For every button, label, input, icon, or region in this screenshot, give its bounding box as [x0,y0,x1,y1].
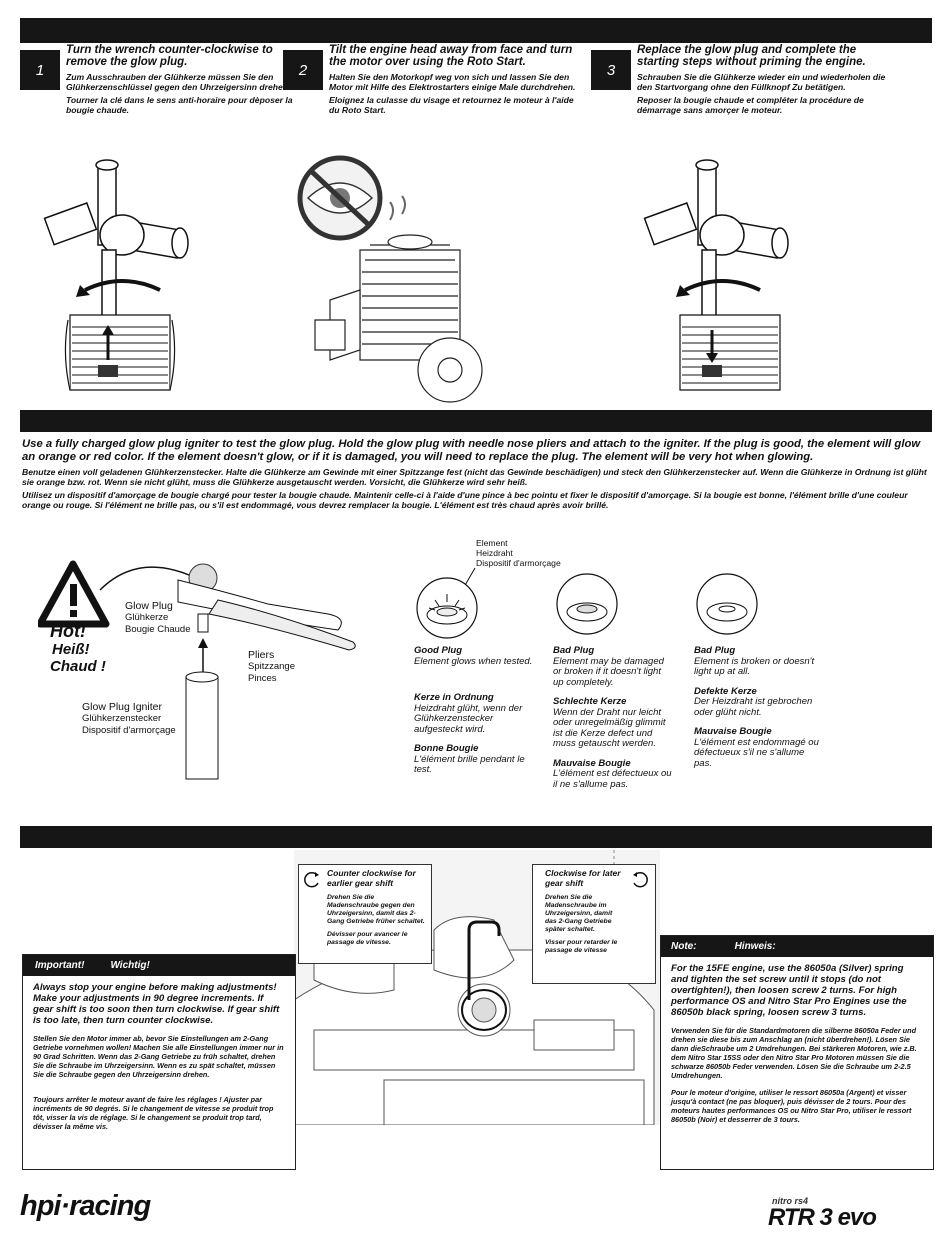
steps-row: 1 Turn the wrench counter-clockwise to r… [20,44,932,134]
note-fr: Pour le moteur d'origine, utiliser le re… [671,1088,912,1124]
bad-plug-broken-icon [696,573,758,635]
important-de: Stellen Sie den Motor immer ab, bevor Si… [33,1034,284,1079]
step-text-fr: Tourner la clé dans le sens anti-horaire… [66,95,293,115]
good-plug-icon [416,577,478,639]
illustration-wrench-remove [43,159,189,391]
step-text-en: Turn the wrench counter-clockwise to rem… [66,44,273,68]
step-number: 2 [283,50,323,90]
note-de: Verwenden Sie für die Standardmotoren di… [671,1026,917,1080]
cw-fr: Visser pour retarder le passage de vites… [545,939,618,954]
important-en: Always stop your engine before making ad… [33,982,280,1026]
step-text-de: Halten Sie den Motorkopf weg von sich un… [329,72,576,92]
step-text-de: Zum Ausschrauben der Glühkerze müssen Si… [66,72,291,92]
step-text-fr: Reposer la bougie chaude et compléter la… [637,95,864,115]
section-header-gear-shift [20,826,932,848]
ccw-title: Counter clockwise for earlier gear shift [327,868,416,888]
note-en: For the 15FE engine, use the 86050a (Sil… [671,963,907,1018]
glow-test-de: Benutze einen voll geladenen Glühkerzens… [22,467,927,487]
note-box: Note: Hinweis: For the 15FE engine, use … [660,935,934,1170]
glow-test-fr: Utilisez un dispositif d'amorçage de bou… [22,490,908,510]
label-pliers: Pliers Spitzzange Pinces [248,649,296,684]
hot-warning-text: Hot! Heiß! Chaud ! [50,621,106,676]
illustration-plug-states [416,567,758,639]
rtr-3-evo-logo-small: nitro rs4 [772,1196,809,1206]
illustration-glow-test-tools [38,560,356,780]
glow-test-en: Use a fully charged glow plug igniter to… [22,438,921,463]
ccw-fr: Dévisser pour avancer le passage de vite… [327,931,408,946]
rtr-3-evo-logo: RTR 3 evo [768,1204,877,1231]
clockwise-arrow-icon [633,871,648,888]
step-text-de: Schrauben Sie die Glühkerze wieder ein u… [637,72,886,92]
step-text-en: Replace the glow plug and complete the s… [637,44,866,68]
ccw-de: Drehen Sie die Madenschraube gegen den U… [327,894,425,925]
callout-counter-clockwise: Counter clockwise for earlier gear shift… [298,864,432,964]
label-element: Element Heizdraht Dispositif d'armorçage [476,538,561,568]
important-fr: Toujours arrêter le moteur avant de fair… [33,1095,274,1131]
illustration-wrench-install [643,159,789,391]
bad-plug-damaged-icon [556,573,618,635]
label-igniter: Glow Plug Igniter Glühkerzenstecker Disp… [82,701,176,736]
step-text-fr: Eloignez la culasse du visage et retourn… [329,95,574,115]
counter-clockwise-arrow-icon [304,871,319,888]
hot-de: Heiß! [52,641,90,658]
hot-en: Hot! [50,621,86,641]
cw-title: Clockwise for later gear shift [545,868,621,888]
step-number: 3 [591,50,631,90]
important-header: Important! Wichtig! [23,955,295,976]
hot-fr: Chaud ! [50,658,106,675]
section-header-glow-plug-test [20,410,932,432]
step-text-en: Tilt the engine head away from face and … [329,44,573,68]
callout-clockwise: Clockwise for later gear shift Drehen Si… [532,864,656,984]
cw-de: Drehen Sie die Madenschraube im Uhrzeige… [545,894,613,933]
step-number: 1 [20,50,60,90]
label-glow-plug: Glow Plug Glühkerze Bougie Chaude [125,600,191,635]
section-header-glow-plug-removal [20,18,932,43]
note-header: Note: Hinweis: [661,936,933,957]
illustration-engine-roto-start [297,155,483,403]
hpi-racing-logo: hpi·racing [20,1190,151,1222]
important-box: Important! Wichtig! Always stop your eng… [22,954,296,1170]
